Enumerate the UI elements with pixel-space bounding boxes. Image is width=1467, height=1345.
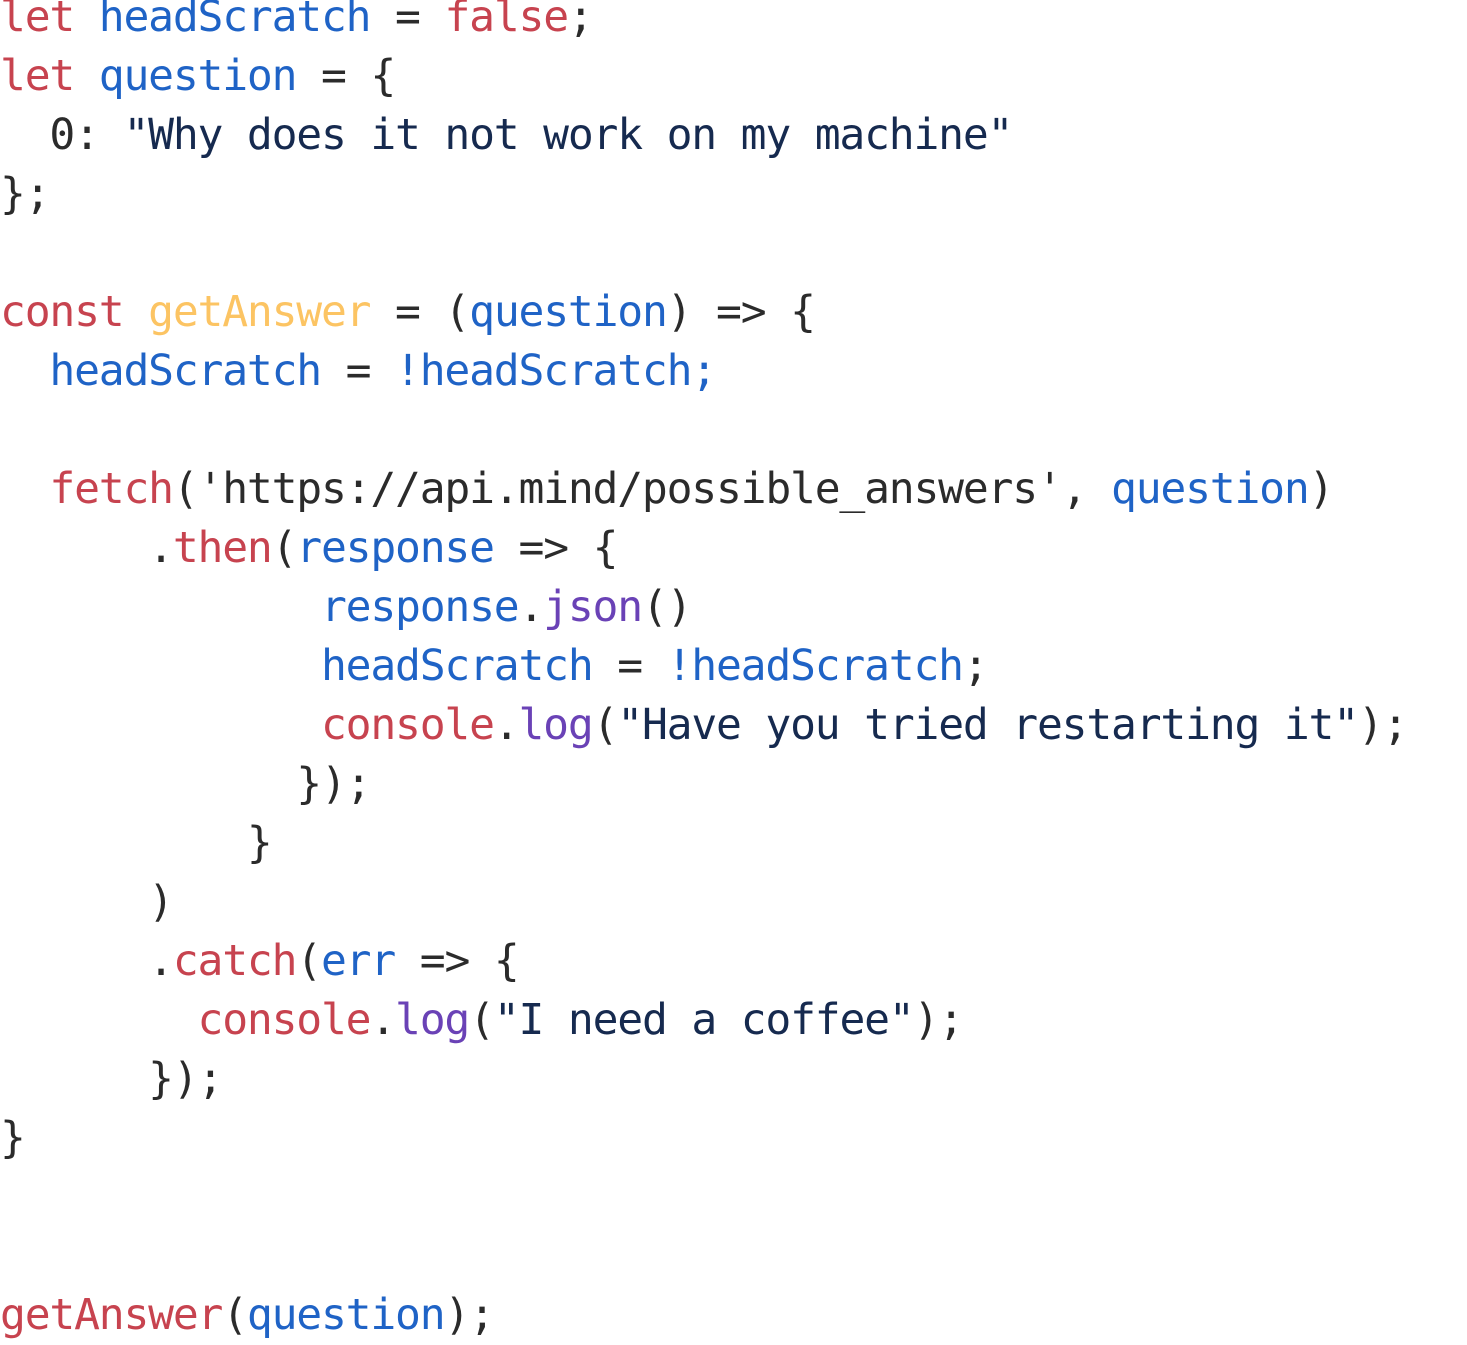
code-token-punctuation: 0:	[0, 110, 124, 160]
code-line: .catch(err => {	[0, 932, 1407, 991]
code-token-keyword: then	[172, 523, 273, 573]
code-line: getAnswer(question);	[0, 1286, 1407, 1345]
code-line: console.log("I need a coffee");	[0, 991, 1407, 1050]
code-line	[0, 1227, 1407, 1286]
code-line: response.json()	[0, 578, 1407, 637]
code-token-punctuation: );	[444, 1290, 495, 1340]
code-token-punctuation: ('https://api.mind/possible_answers',	[172, 464, 1111, 514]
code-token-variable: question	[98, 51, 298, 101]
code-token-keyword: let	[0, 51, 75, 101]
code-token-punctuation: );	[1357, 700, 1409, 750]
code-token-punctuation: }	[0, 1113, 26, 1163]
code-token-method: log	[395, 995, 470, 1045]
code-token-punctuation: ;	[567, 0, 594, 42]
code-token-function-name: getAnswer	[148, 287, 371, 337]
code-token-variable: headScratch	[98, 0, 372, 42]
code-token-punctuation	[0, 700, 321, 750]
code-token-string: "Why does it not work on my machine"	[123, 110, 1013, 160]
code-line: let headScratch = false;	[0, 0, 1407, 47]
code-token-punctuation: .	[0, 936, 174, 986]
code-token-punctuation: };	[0, 169, 51, 219]
code-token-variable: err	[320, 936, 396, 986]
code-token-punctuation: => {	[493, 523, 619, 573]
code-token-method: log	[518, 700, 593, 750]
code-token-punctuation: .	[518, 582, 544, 632]
code-token-punctuation: (	[222, 1290, 248, 1340]
code-token-punctuation: }	[0, 818, 273, 868]
code-line: .then(response => {	[0, 519, 1407, 578]
code-token-variable: !headScratch;	[395, 346, 717, 396]
code-token-string: "I need a coffee"	[493, 995, 915, 1045]
code-token-punctuation: = (	[370, 287, 470, 337]
code-token-variable: question	[246, 1290, 446, 1340]
code-token-punctuation: .	[370, 995, 396, 1045]
code-token-punctuation: );	[913, 995, 965, 1045]
code-token-punctuation: .	[0, 523, 174, 573]
code-token-keyword: let	[0, 0, 75, 42]
code-token-variable: response	[320, 582, 520, 632]
code-token-punctuation: ()	[641, 582, 693, 632]
code-line: });	[0, 755, 1407, 814]
code-block: let headScratch = false;let question = {…	[0, 0, 1409, 1345]
code-token-variable: question	[469, 287, 668, 337]
code-token-punctuation: )	[1308, 464, 1335, 514]
code-line: }	[0, 1109, 1407, 1168]
code-token-punctuation	[0, 641, 321, 691]
code-token-punctuation: => {	[395, 936, 520, 986]
code-line: 0: "Why does it not work on my machine"	[0, 106, 1407, 165]
code-line: const getAnswer = (question) => {	[0, 283, 1407, 342]
code-token-variable: headScratch	[49, 346, 322, 396]
code-token-keyword: false	[444, 0, 569, 42]
code-token-variable: question	[1111, 464, 1310, 514]
code-token-punctuation: (	[296, 936, 322, 986]
code-token-punctuation	[0, 464, 49, 514]
code-token-punctuation	[0, 582, 321, 632]
code-line: }	[0, 814, 1407, 873]
code-line	[0, 1168, 1407, 1227]
code-line: };	[0, 165, 1407, 224]
code-line: let question = {	[0, 47, 1407, 106]
code-line: headScratch = !headScratch;	[0, 637, 1407, 696]
code-line: )	[0, 873, 1407, 932]
code-token-punctuation: ) => {	[666, 287, 816, 337]
code-token-keyword: getAnswer	[0, 1290, 223, 1340]
code-line: fetch('https://api.mind/possible_answers…	[0, 460, 1407, 519]
code-line	[0, 224, 1407, 283]
code-token-punctuation: ;	[962, 641, 989, 691]
code-token-punctuation	[74, 51, 99, 101]
code-token-punctuation	[0, 995, 198, 1045]
code-token-punctuation: =	[320, 346, 396, 396]
code-token-punctuation: =	[370, 0, 445, 42]
code-token-variable: !headScratch	[666, 641, 964, 691]
code-token-variable: response	[296, 523, 495, 573]
code-token-keyword: fetch	[49, 464, 174, 514]
code-token-punctuation: .	[493, 700, 520, 750]
code-line: });	[0, 1050, 1407, 1109]
code-token-keyword: const	[0, 287, 125, 337]
code-token-punctuation: (	[592, 700, 619, 750]
code-token-string: "Have you tried restarting it"	[617, 700, 1359, 750]
code-token-keyword: catch	[172, 936, 298, 986]
code-token-method: json	[543, 582, 643, 632]
code-token-punctuation	[74, 0, 99, 42]
code-token-keyword: console	[197, 995, 372, 1045]
code-token-keyword: console	[320, 700, 495, 750]
code-line: console.log("Have you tried restarting i…	[0, 696, 1409, 755]
code-token-punctuation: )	[0, 877, 174, 927]
code-line: headScratch = !headScratch;	[0, 342, 1407, 401]
code-token-punctuation: });	[0, 1054, 223, 1104]
code-token-punctuation: });	[0, 759, 371, 809]
code-token-punctuation: =	[592, 641, 667, 691]
code-token-punctuation: (	[469, 995, 495, 1045]
code-token-punctuation	[0, 346, 49, 396]
code-token-punctuation	[123, 287, 148, 337]
code-token-variable: headScratch	[320, 641, 594, 691]
code-line	[0, 401, 1407, 460]
code-token-punctuation: = {	[296, 51, 396, 101]
code-token-punctuation: (	[271, 523, 298, 573]
